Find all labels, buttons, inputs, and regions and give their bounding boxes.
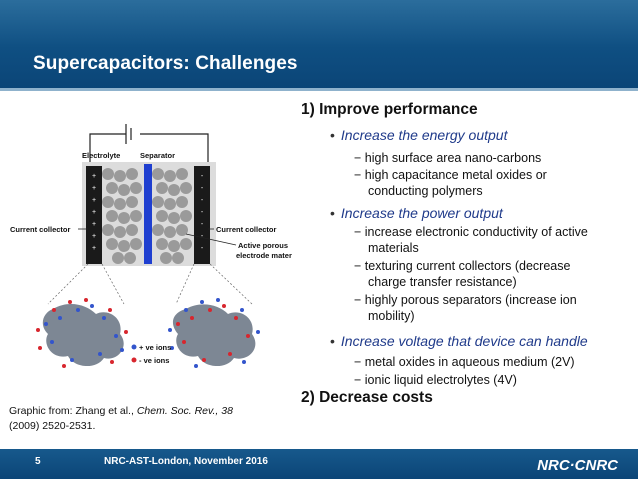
svg-text:+: + — [92, 209, 96, 216]
slide-header — [0, 0, 638, 88]
power-item-2a: − texturing current collectors (decrease — [354, 259, 571, 273]
svg-text:+: + — [92, 173, 96, 180]
caption-journal: Chem. Soc. Rev., 38 — [136, 405, 233, 417]
slide-footer — [0, 449, 638, 479]
porous-particles-left — [102, 168, 142, 264]
bullet-energy-output: • Increase the energy output — [330, 127, 507, 143]
separator-membrane — [144, 164, 152, 264]
svg-text:+: + — [92, 245, 96, 252]
section-decrease-costs: 2) Decrease costs — [301, 389, 433, 406]
caption-suffix: (2009) 2520-2531. — [9, 420, 96, 432]
label-current-collector-right: Current collector — [216, 225, 277, 234]
bullet-voltage-text: Increase voltage that device can handle — [340, 333, 588, 349]
circuit-wire — [89, 124, 209, 167]
bullet-voltage: • Increase voltage that device can handle — [330, 333, 588, 349]
svg-text:-: - — [201, 185, 204, 192]
svg-text:-: - — [201, 245, 204, 252]
collector-charges: + + + + + + + - - - - - - - — [92, 173, 204, 252]
svg-text:+: + — [92, 221, 96, 228]
svg-text:-: - — [201, 197, 204, 204]
footer-text: NRC-AST-London, November 2016 — [104, 456, 268, 467]
power-item-2b: charge transfer resistance) — [368, 275, 517, 289]
bullet-marker: • — [330, 333, 335, 349]
bullet-power-text: Increase the power output — [340, 205, 503, 221]
svg-text:-: - — [201, 209, 204, 216]
svg-text:+: + — [92, 233, 96, 240]
svg-text:+: + — [92, 185, 96, 192]
energy-item-2a: − high capacitance metal oxides or — [354, 168, 547, 182]
nrc-cnrc-logo: NRC·CNRC — [537, 457, 619, 473]
current-collector-right — [194, 166, 210, 264]
label-active-line1: Active porous — [238, 241, 288, 250]
current-collector-left — [86, 166, 102, 264]
zoom-particle-left — [36, 298, 128, 368]
zoom-particle-right — [168, 298, 260, 368]
caption-prefix: Graphic from: Zhang et al., — [9, 405, 137, 417]
figure-caption: Graphic from: Zhang et al., Chem. Soc. R… — [9, 404, 279, 434]
svg-text:-: - — [201, 221, 204, 228]
slide-title: Supercapacitors: Challenges — [33, 53, 298, 74]
svg-text:+: + — [92, 197, 96, 204]
logo-wordmark: NRC·CNRC — [537, 457, 619, 473]
voltage-item-2: − ionic liquid electrolytes (4V) — [354, 373, 517, 387]
bullet-energy-text: Increase the energy output — [340, 127, 508, 143]
voltage-item-1: − metal oxides in aqueous medium (2V) — [354, 355, 575, 369]
legend-negative-ions: - ve ions — [139, 356, 169, 365]
energy-item-2b: conducting polymers — [368, 184, 483, 198]
header-gradient — [0, 0, 638, 46]
bullet-marker: • — [330, 205, 335, 221]
section-improve-performance: 1) Improve performance — [301, 101, 478, 118]
label-electrolyte: Electrolyte — [82, 151, 120, 160]
power-item-3b: mobility) — [368, 309, 415, 323]
label-active-line2: electrode material — [236, 251, 292, 260]
bullet-marker: • — [330, 127, 335, 143]
supercapacitor-diagram: + + + + + + + - - - - - - - Electrolyte Separator Cu… — [10, 124, 292, 368]
page-number: 5 — [35, 456, 41, 467]
header-divider — [0, 88, 638, 91]
power-item-1b: materials — [368, 241, 419, 255]
porous-particles-right — [152, 168, 192, 264]
svg-text:-: - — [201, 233, 204, 240]
ion-legend: + ve ions - ve ions — [131, 343, 171, 365]
zoom-connectors — [47, 263, 253, 305]
power-item-3a: − highly porous separators (increase ion — [354, 293, 577, 307]
legend-positive-ions: + ve ions — [139, 343, 171, 352]
label-separator: Separator — [140, 151, 175, 160]
leader-lines — [78, 228, 237, 246]
svg-text:-: - — [201, 173, 204, 180]
power-item-1a: − increase electronic conductivity of ac… — [354, 225, 588, 239]
bullet-power-output: • Increase the power output — [330, 205, 503, 221]
energy-item-1: − high surface area nano-carbons — [354, 151, 542, 165]
label-current-collector-left: Current collector — [10, 225, 71, 234]
